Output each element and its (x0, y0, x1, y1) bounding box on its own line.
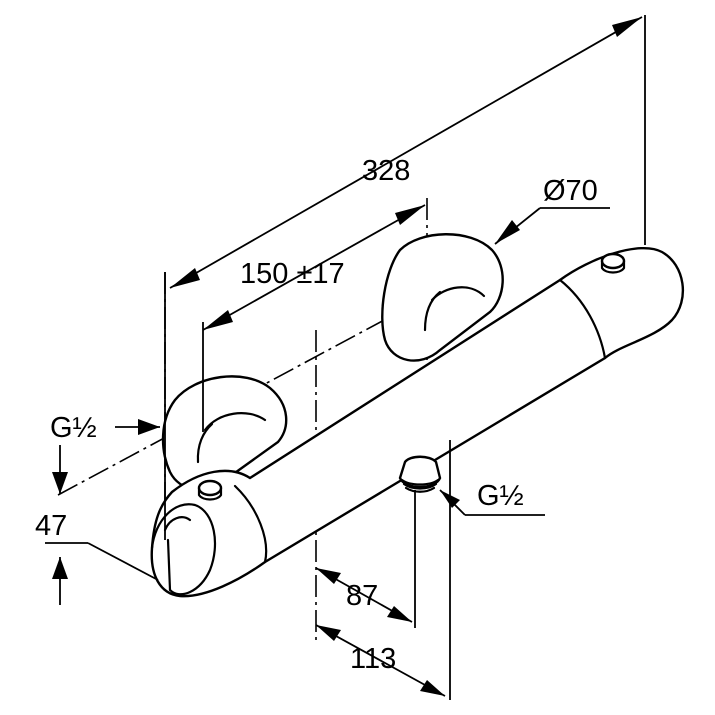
offset-113-dimension (315, 440, 451, 700)
overall-length-dimension (169, 16, 643, 289)
bottom-outlet-label: G½ (477, 480, 524, 512)
right-wall-connector (381, 233, 504, 362)
height-label: 47 (35, 510, 67, 542)
offset-87-label: 87 (346, 580, 378, 612)
overall-length-label: 328 (362, 155, 410, 187)
spacing-label: 150 ±17 (240, 258, 345, 290)
offset-113-label: 113 (350, 643, 396, 675)
mixer-body (150, 247, 685, 598)
left-inlet-label: G½ (50, 412, 97, 444)
height-dimension (45, 445, 159, 605)
offset-87-dimension (315, 490, 416, 628)
diameter-leader (494, 207, 610, 245)
outlet-thread (398, 455, 442, 493)
left-inlet-leader (115, 419, 160, 435)
diameter-label: Ø70 (543, 175, 598, 207)
right-stop-button (600, 252, 626, 274)
spacing-dimension (202, 204, 426, 432)
left-stop-button (197, 479, 223, 501)
